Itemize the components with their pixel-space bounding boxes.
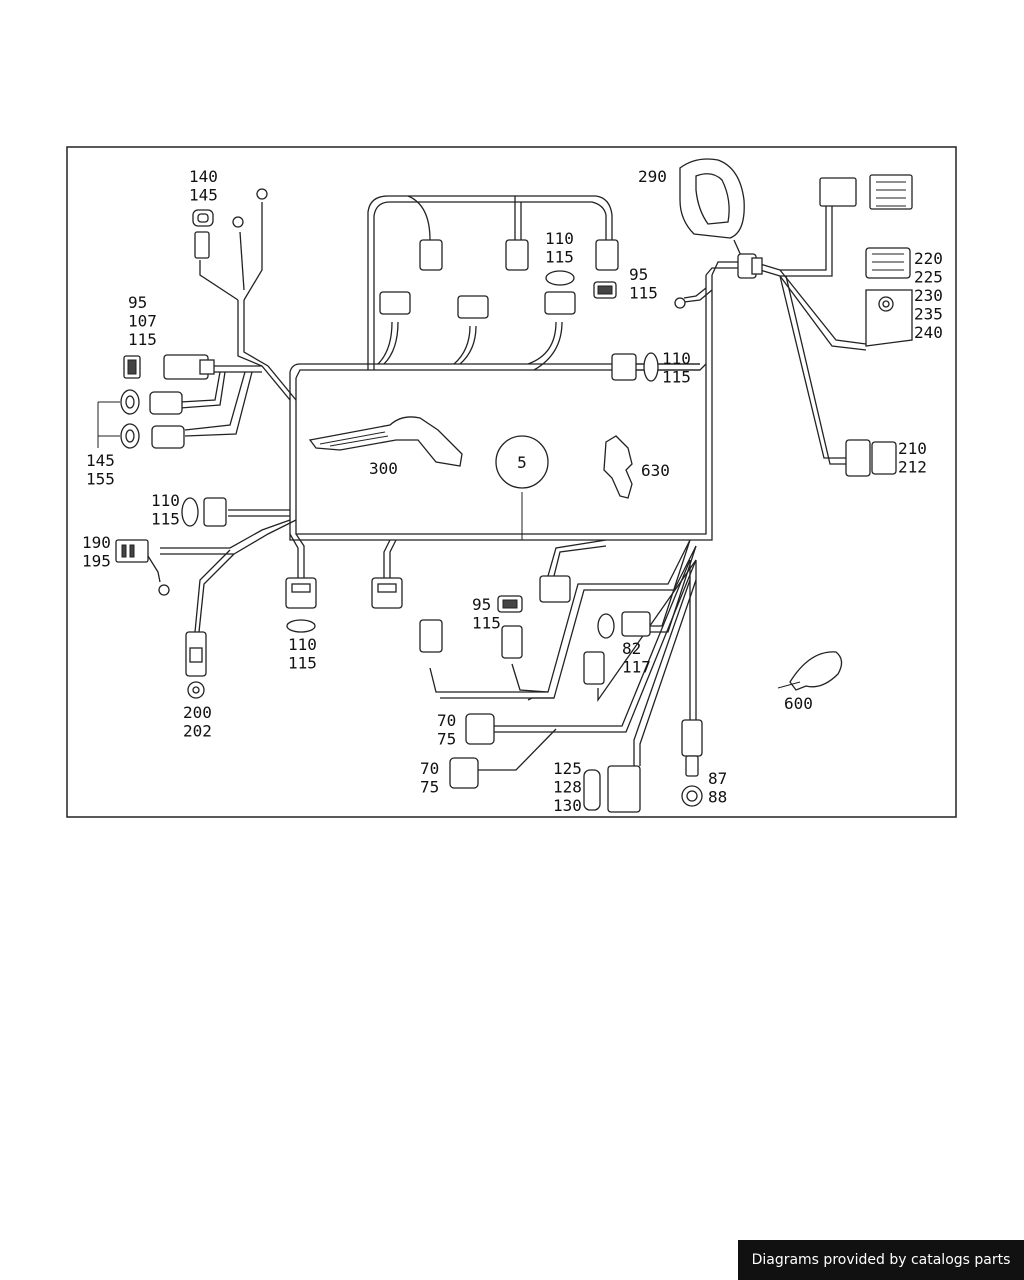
callout-17: 600 bbox=[784, 694, 813, 713]
callout-10: 290 bbox=[638, 167, 667, 186]
component-shapes bbox=[97, 158, 913, 813]
harness-trunk bbox=[147, 195, 867, 771]
callout-13: 630 bbox=[641, 461, 670, 480]
footer-banner: Diagrams provided by catalogs parts bbox=[738, 1240, 1024, 1280]
center-label: 5 bbox=[517, 453, 527, 472]
callout-7: 300 bbox=[369, 459, 398, 478]
diagram-frame bbox=[66, 146, 957, 818]
